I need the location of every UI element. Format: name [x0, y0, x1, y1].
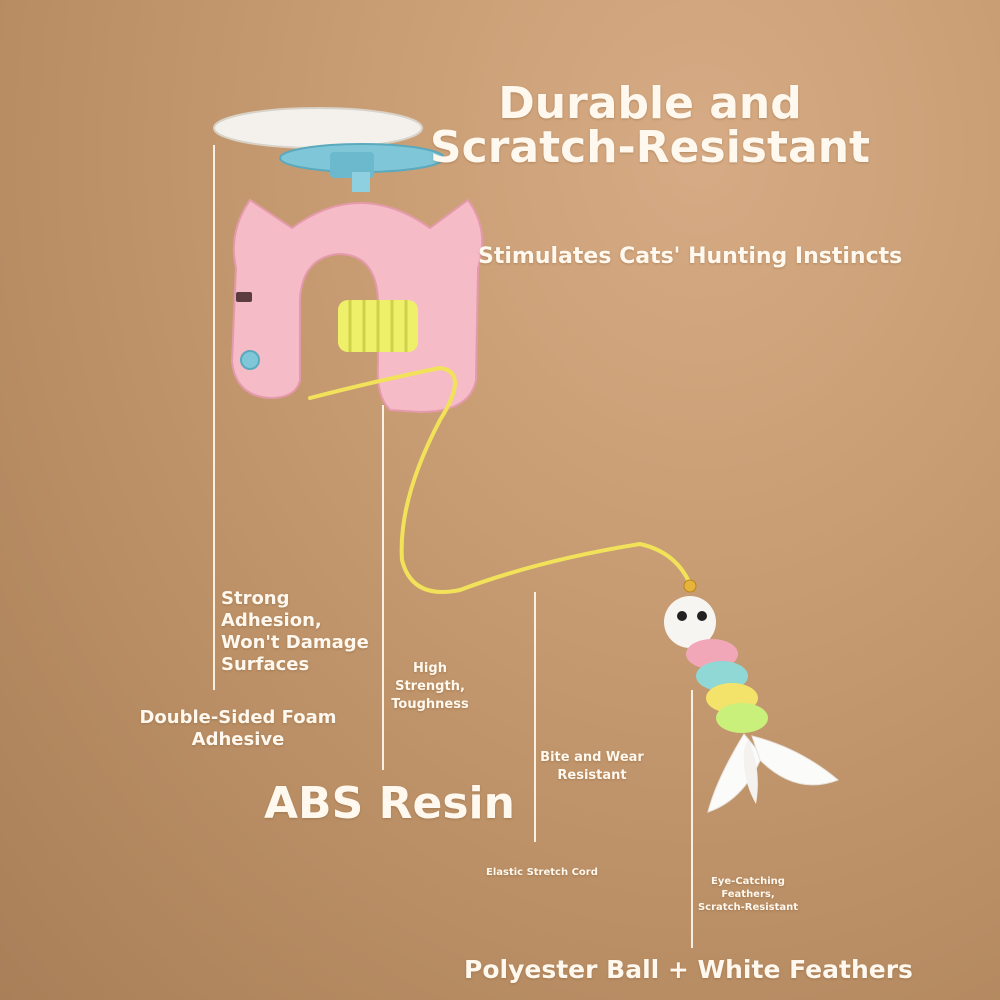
charging-port — [236, 292, 252, 302]
toy-body — [230, 198, 484, 414]
feathers-note-label: Eye-Catching Feathers, Scratch-Resistant — [697, 876, 799, 913]
strength-label: High Strength, Toughness — [391, 661, 469, 712]
callout-line-feathers — [691, 690, 693, 948]
bite-label: Bite and Wear Resistant — [540, 750, 644, 783]
headline: Durable and Scratch-Resistant — [420, 82, 880, 170]
adhesive-pad — [213, 107, 423, 149]
callout-line-adhesive — [213, 145, 215, 690]
foam-label: Double-Sided Foam Adhesive — [139, 707, 337, 750]
adhesion-label: Strong Adhesion, Won't Damage Surfaces — [221, 588, 369, 675]
bell — [683, 579, 697, 593]
mount-clip — [330, 152, 374, 178]
elastic-cord — [308, 365, 692, 594]
headline-line-2: Scratch-Resistant — [429, 122, 871, 173]
polyester-ball — [664, 596, 768, 733]
callout-line-cord — [534, 592, 536, 842]
white-feathers — [707, 733, 839, 813]
polyester-ball-label: Polyester Ball + White Feathers — [464, 955, 913, 984]
abs-resin-label: ABS Resin — [264, 778, 515, 829]
power-button — [240, 350, 260, 370]
spring — [338, 300, 418, 352]
cord-label: Elastic Stretch Cord — [486, 867, 598, 878]
subheadline: Stimulates Cats' Hunting Instincts — [478, 244, 903, 269]
mount-stem — [352, 172, 370, 192]
headline-line-1: Durable and — [498, 78, 802, 129]
callout-line-abs — [382, 405, 384, 770]
